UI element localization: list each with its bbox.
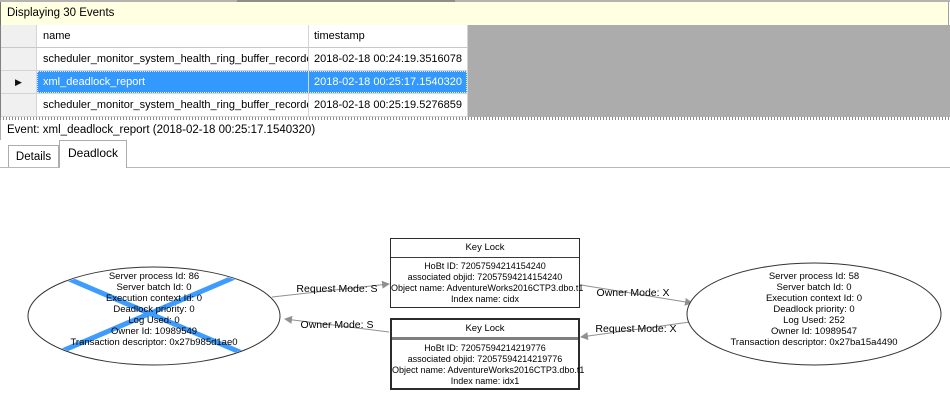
resource-line: HoBt ID: 72057594214154240 [424,261,546,271]
resource-node-keylock-top[interactable]: Key Lock HoBt ID: 72057594214154240 asso… [390,238,584,308]
column-header-timestamp[interactable]: timestamp [309,25,468,48]
tab-details[interactable]: Details [8,145,59,167]
resource-line: Index name: idx1 [450,376,520,386]
victim-cross-icon [47,268,257,362]
process-line: Owner Id: 10989547 [770,326,858,337]
events-grid: name timestamp scheduler_monitor_system_… [0,25,468,117]
process-line: Server batch Id: 0 [776,282,852,293]
events-count-bar: Displaying 30 Events [0,2,949,25]
edge-owner-s [284,315,390,333]
resource-node-keylock-bottom[interactable]: Key Lock HoBt ID: 72057594214219776 asso… [390,318,585,390]
pane-splitter[interactable] [0,117,950,120]
process-node[interactable] [686,262,942,366]
process-line: Transaction descriptor: 0x27ba15a4490 [730,337,898,348]
resource-title: Key Lock [391,239,579,258]
edge-label-owner-x: Owner Mode: X [596,287,670,299]
process-line: Server process Id: 86 [108,271,200,282]
deadlock-graph-pane: Server process Id: 86 Server batch Id: 0… [0,168,950,400]
row-selector-icon: ▶ [15,77,22,87]
cell-timestamp[interactable]: 2018-02-18 00:24:19.3516078 [309,48,468,71]
table-row-selected[interactable]: ▶ xml_deadlock_report 2018-02-18 00:25:1… [1,71,468,94]
edge-request-x [580,321,691,341]
grid-corner-cell[interactable] [1,25,37,48]
resource-line: Object name: AdventureWorks2016CTP3.dbo.… [391,283,584,293]
process-line: Owner Id: 10989549 [110,326,198,337]
process-line: Log Used: 252 [783,315,845,326]
edge-owner-x [580,284,693,306]
cell-name[interactable]: xml_deadlock_report [37,71,309,94]
cell-name[interactable]: scheduler_monitor_system_health_ring_buf… [37,94,309,117]
resource-title: Key Lock [392,320,578,340]
window-top-border [0,0,950,2]
row-header-cell[interactable] [1,48,37,71]
process-line: Deadlock priority: 0 [113,304,195,315]
process-line: Server process Id: 58 [768,271,860,282]
column-header-name[interactable]: name [37,25,309,48]
grid-empty-area [467,25,950,117]
victim-process-details[interactable]: Server process Id: 86 Server batch Id: 0… [44,271,264,348]
cell-name[interactable]: scheduler_monitor_system_health_ring_buf… [37,48,309,71]
pane-top-border [0,167,950,168]
process-line: Execution context Id: 0 [765,293,863,304]
process-line: Deadlock priority: 0 [773,304,855,315]
edge-label-owner-s: Owner Mode: S [300,319,374,331]
selected-event-label: Event: xml_deadlock_report (2018-02-18 0… [0,120,950,140]
resource-line: Object name: AdventureWorks2016CTP3.dbo.… [392,365,585,375]
row-header-cell[interactable] [1,94,37,117]
tab-deadlock[interactable]: Deadlock [59,140,127,168]
table-row[interactable]: scheduler_monitor_system_health_ring_buf… [1,94,468,117]
cell-timestamp[interactable]: 2018-02-18 00:25:19.5276859 [309,94,468,117]
resource-line: HoBt ID: 72057594214219776 [424,343,546,353]
table-row[interactable]: scheduler_monitor_system_health_ring_buf… [1,48,468,71]
deadlock-graph-canvas [27,262,942,366]
grid-header-row: name timestamp [1,25,468,48]
resource-line: associated objid: 72057594214219776 [407,354,563,364]
process-line: Log Used: 0 [128,315,180,326]
edge-label-request-s: Request Mode: S [296,283,378,295]
edge-label-request-x: Request Mode: X [595,323,677,335]
window-top-border-segment [237,0,455,3]
process-line: Execution context Id: 0 [105,293,203,304]
surviving-process-details[interactable]: Server process Id: 58 Server batch Id: 0… [704,271,924,348]
process-line: Server batch Id: 0 [116,282,192,293]
resource-line: associated objid: 72057594214154240 [407,272,563,282]
resource-line: Index name: cidx [450,294,520,304]
cell-timestamp[interactable]: 2018-02-18 00:25:17.1540320 [309,71,468,94]
process-line: Transaction descriptor: 0x27b985d1ae0 [70,337,238,348]
edge-request-s [271,280,390,298]
row-header-cell[interactable]: ▶ [1,71,37,94]
